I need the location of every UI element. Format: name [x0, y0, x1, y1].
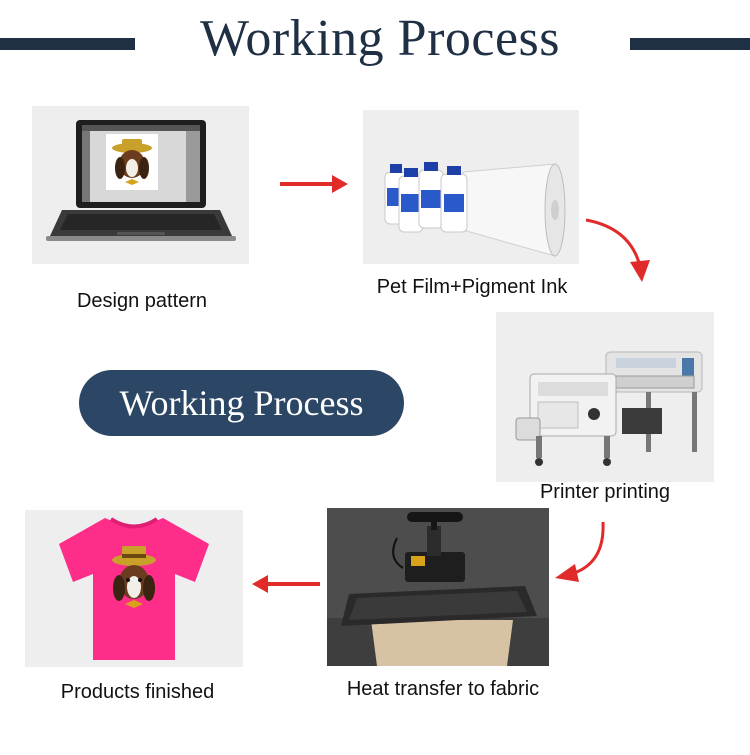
- curved-arrow-down-icon: [585, 218, 650, 282]
- heat-press-machine-icon: [327, 508, 549, 666]
- pink-tshirt-with-dog-print-icon: [59, 517, 209, 660]
- working-process-badge: Working Process: [79, 370, 404, 436]
- laptop-with-dog-design-icon: [46, 120, 236, 241]
- step-heat-press-label: Heat transfer to fabric: [346, 678, 540, 700]
- arrow-right-icon: [280, 175, 348, 193]
- curved-arrow-left-icon: [555, 521, 605, 582]
- step-material-label: Pet Film+Pigment Ink: [376, 276, 568, 298]
- ink-bottles-and-film-roll-icon: [384, 162, 566, 257]
- step-material-image: [363, 110, 579, 264]
- header-left-bar: [0, 38, 135, 50]
- header-right-bar: [630, 38, 750, 50]
- step-design-label: Design pattern: [76, 290, 208, 312]
- arrow-left-icon: [252, 575, 320, 593]
- step-heat-press-image: [327, 508, 549, 666]
- step-design-image: [32, 106, 249, 264]
- page-title: Working Process: [199, 10, 561, 67]
- step-printer-label: Printer printing: [539, 481, 671, 503]
- dtf-printer-icon: [515, 351, 703, 466]
- step-product-label: Products finished: [60, 681, 215, 703]
- step-printer-image: [496, 312, 714, 482]
- step-product-image: [25, 510, 243, 667]
